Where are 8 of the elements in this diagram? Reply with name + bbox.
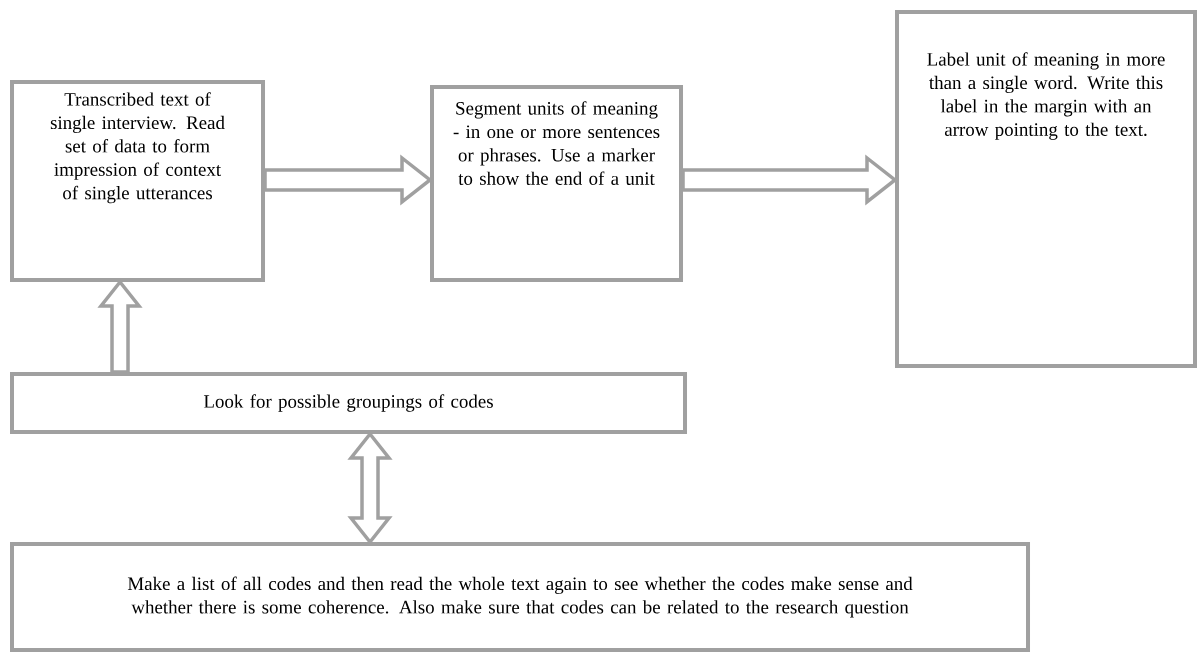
block-arrow: [263, 154, 433, 206]
process-box: Segment units of meaning - in one or more sentences or phrases. Use a marker to show the end of a unit: [430, 85, 683, 282]
process-box: Look for possible groupings of codes: [10, 372, 687, 434]
process-box: Label unit of meaning in more than a single word. Write this label in the margin with an arrow pointing to the text.: [895, 10, 1197, 368]
process-box: Make a list of all codes and then read the whole text again to see whether the codes make sense and whether there is some coherence. Also make sure that codes can be related to the research question: [10, 542, 1030, 652]
process-box: Transcribed text of single interview. Read set of data to form impression of context of single utterances: [10, 80, 265, 282]
block-arrow: [97, 279, 143, 374]
block-arrow: [681, 154, 898, 206]
